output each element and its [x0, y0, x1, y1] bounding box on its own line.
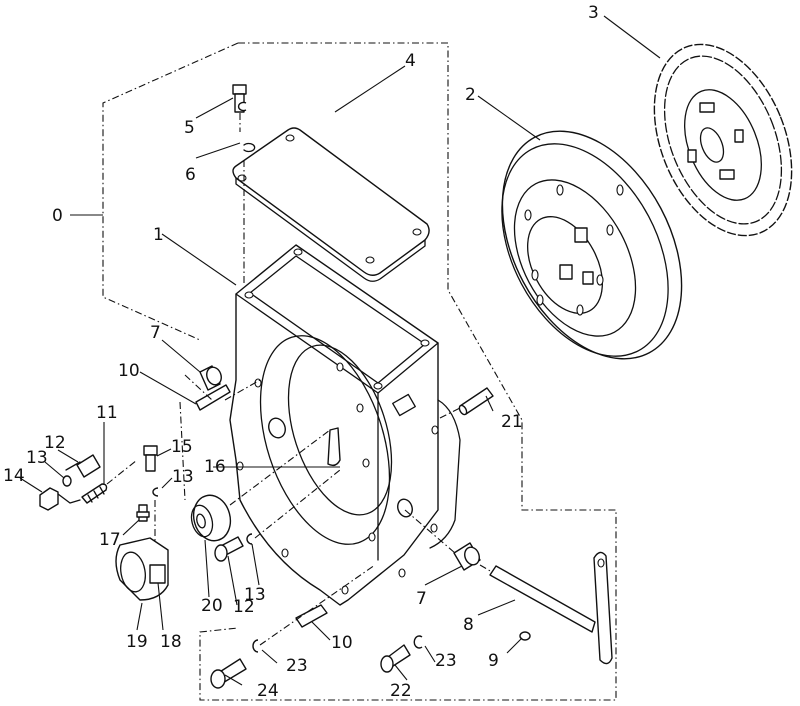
callout-7-lower: 7: [416, 589, 427, 609]
part-block-18: [149, 564, 166, 584]
part-key-9: [519, 631, 531, 641]
callout-8: 8: [463, 615, 474, 635]
part-cover-plate: [232, 127, 430, 282]
part-pin-21: [458, 387, 494, 416]
leader-lines: [19, 15, 661, 686]
assembly-boundary: [102, 42, 617, 701]
part-clutch-housing: [229, 244, 461, 606]
part-bolt-5: [232, 84, 247, 132]
callout-4: 4: [405, 51, 416, 71]
callout-19: 19: [126, 632, 148, 652]
callout-18: 18: [160, 632, 182, 652]
part-washer-13-left: [62, 475, 72, 487]
callout-17: 17: [99, 530, 121, 550]
part-bracket-14: [39, 487, 81, 511]
part-washer-6: [237, 101, 256, 153]
callout-23-right: 23: [435, 651, 457, 671]
part-clip-13-lower: [246, 533, 253, 545]
part-clip-23-left: [252, 639, 259, 653]
callout-13-left: 13: [26, 448, 48, 468]
callout-11: 11: [96, 403, 118, 423]
callout-1: 1: [153, 225, 164, 245]
part-grease-nipple-17: [136, 504, 150, 522]
part-bearing-20: [190, 494, 232, 542]
callout-10-lower: 10: [331, 633, 353, 653]
part-spring-11: [81, 459, 138, 504]
part-clip-23-right: [413, 635, 423, 649]
callout-6: 6: [185, 165, 196, 185]
part-lever-shaft-8: [489, 551, 613, 665]
callout-22: 22: [390, 681, 412, 701]
part-pin-10-lower: [295, 604, 328, 628]
part-bolt-12-upper: [65, 454, 101, 478]
part-release-hub-19: [115, 537, 169, 601]
callout-15: 15: [171, 437, 193, 457]
callout-23-left: 23: [286, 656, 308, 676]
callout-20: 20: [201, 596, 223, 616]
callout-5: 5: [184, 118, 195, 138]
callout-9: 9: [488, 651, 499, 671]
part-pin-10-upper: [195, 384, 231, 411]
part-bolt-24: [210, 658, 247, 689]
part-clutch-disc: [653, 43, 793, 237]
part-bolt-12-lower: [214, 536, 244, 562]
callout-12-upper: 12: [44, 433, 66, 453]
callout-7-upper: 7: [150, 323, 161, 343]
part-bushing-7-lower: [453, 542, 481, 571]
callout-14: 14: [3, 466, 25, 486]
callout-labels: 0 1 2 3 4 5 6 7 7 8 9 10 10 11 12 12 13 …: [3, 3, 599, 701]
callout-10-upper: 10: [118, 361, 140, 381]
part-clip-13-right: [152, 487, 159, 497]
part-bolt-15: [143, 445, 158, 472]
callout-0: 0: [52, 206, 63, 226]
callout-13-lower: 13: [244, 585, 266, 605]
callout-16: 16: [204, 457, 226, 477]
callout-2: 2: [465, 85, 476, 105]
callout-12-lower: 12: [233, 597, 255, 617]
part-bolt-22: [380, 644, 411, 673]
callout-21: 21: [501, 412, 523, 432]
part-bushing-7-upper: [199, 365, 222, 391]
callout-24: 24: [257, 681, 279, 701]
callout-3: 3: [588, 3, 599, 23]
callout-13-right: 13: [172, 467, 194, 487]
part-pressure-plate: [501, 130, 683, 360]
